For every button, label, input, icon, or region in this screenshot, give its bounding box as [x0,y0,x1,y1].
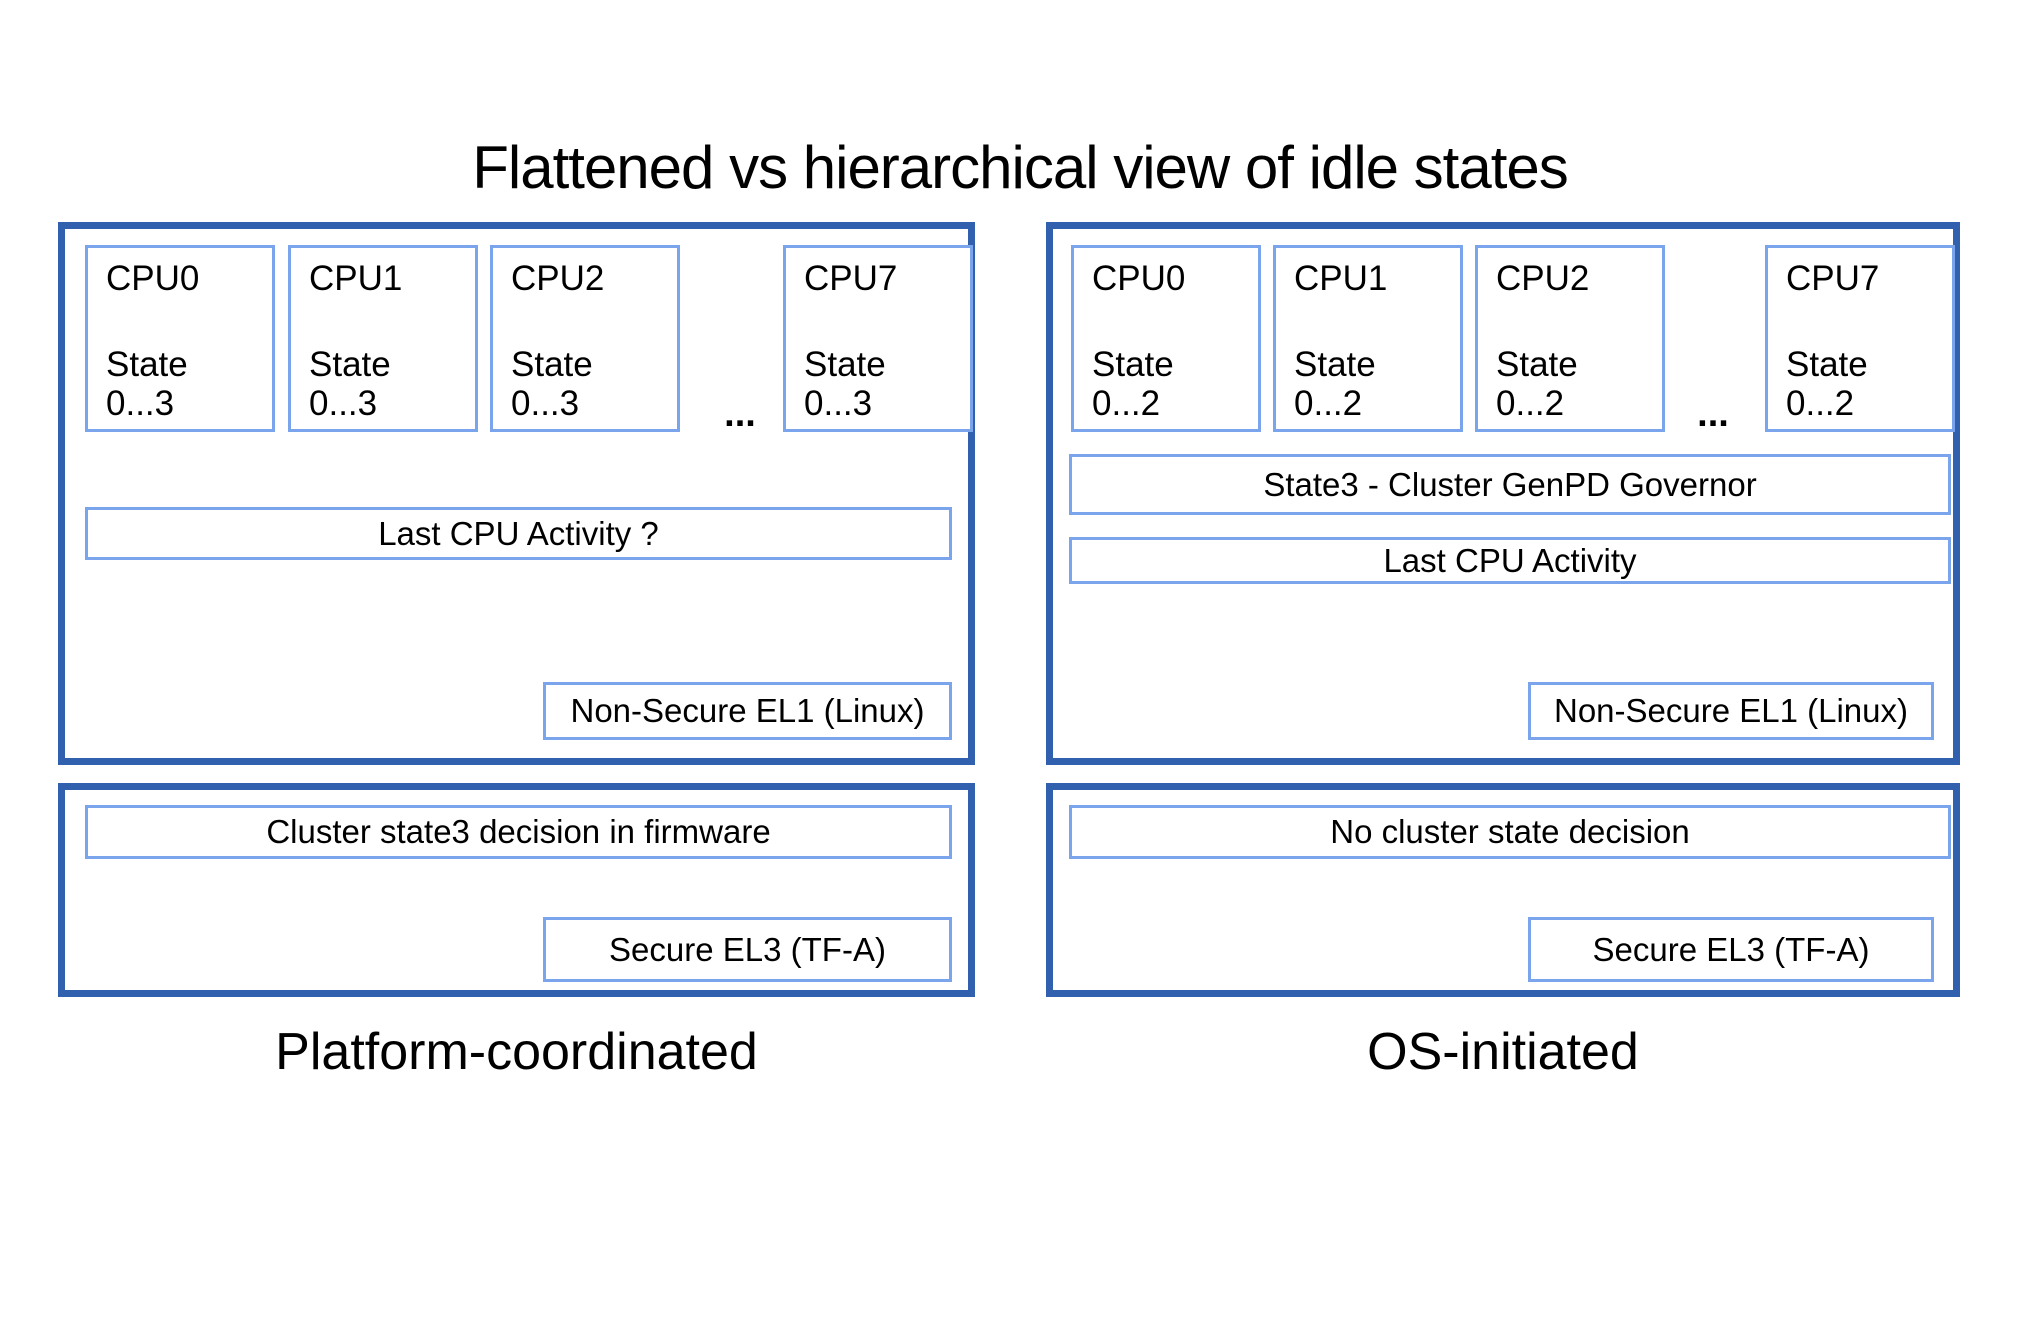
state-label: State [1496,344,1578,384]
state-range: 0...2 [1294,383,1363,423]
state-range: 0...3 [106,383,175,423]
cpu-state: State 0...3 [309,345,475,423]
cpu-name: CPU7 [1786,259,1880,298]
cpu-state: State 0...3 [106,345,272,423]
state-range: 0...3 [309,383,378,423]
state-label: State [1092,344,1174,384]
cpu-box: CPU1 State 0...2 [1273,245,1463,432]
cpu-state: State 0...2 [1786,345,1952,423]
cpu-ellipsis: ... [724,393,756,435]
state-label: State [804,344,886,384]
cpu-box: CPU7 State 0...3 [783,245,973,432]
cpu-box: CPU2 State 0...3 [490,245,680,432]
cpu-name: CPU2 [1496,259,1590,298]
cpu-name: CPU1 [309,259,403,298]
state-range: 0...2 [1786,383,1855,423]
cpu-name: CPU0 [106,259,200,298]
non-secure-el1-box: Non-Secure EL1 (Linux) [543,682,952,740]
os-secure-panel: No cluster state decision Secure EL3 (TF… [1046,783,1960,997]
state-range: 0...2 [1496,383,1565,423]
state-range: 0...3 [511,383,580,423]
cpu-state: State 0...2 [1294,345,1460,423]
cpu-state: State 0...3 [511,345,677,423]
no-cluster-decision-box: No cluster state decision [1069,805,1951,859]
cpu-name: CPU0 [1092,259,1186,298]
cpu-box: CPU0 State 0...2 [1071,245,1261,432]
cpu-name: CPU7 [804,259,898,298]
slide-title: Flattened vs hierarchical view of idle s… [472,134,1569,201]
state-label: State [309,344,391,384]
platform-nonsecure-panel: CPU0 State 0...3 CPU1 State 0...3 CPU2 S… [58,222,975,765]
platform-secure-panel: Cluster state3 decision in firmware Secu… [58,783,975,997]
cpu-box: CPU7 State 0...2 [1765,245,1955,432]
os-nonsecure-panel: CPU0 State 0...2 CPU1 State 0...2 CPU2 S… [1046,222,1960,765]
cpu-box: CPU2 State 0...2 [1475,245,1665,432]
cpu-ellipsis: ... [1697,393,1729,435]
state-label: State [1294,344,1376,384]
cpu-state: State 0...2 [1496,345,1662,423]
cpu-state: State 0...3 [804,345,970,423]
cpu-state: State 0...2 [1092,345,1258,423]
cpu-name: CPU2 [511,259,605,298]
cluster-decision-box: Cluster state3 decision in firmware [85,805,952,859]
last-cpu-activity-box: Last CPU Activity [1069,537,1951,584]
secure-el3-box: Secure EL3 (TF-A) [543,917,952,982]
last-cpu-activity-box: Last CPU Activity ? [85,507,952,560]
cpu-box: CPU0 State 0...3 [85,245,275,432]
state-label: State [1786,344,1868,384]
secure-el3-box: Secure EL3 (TF-A) [1528,917,1934,982]
state-range: 0...2 [1092,383,1161,423]
cpu-box: CPU1 State 0...3 [288,245,478,432]
genpd-governor-box: State3 - Cluster GenPD Governor [1069,454,1951,515]
caption-platform-coordinated: Platform-coordinated [275,1023,758,1081]
non-secure-el1-box: Non-Secure EL1 (Linux) [1528,682,1934,740]
state-label: State [106,344,188,384]
state-range: 0...3 [804,383,873,423]
state-label: State [511,344,593,384]
cpu-name: CPU1 [1294,259,1388,298]
caption-os-initiated: OS-initiated [1367,1023,1639,1081]
